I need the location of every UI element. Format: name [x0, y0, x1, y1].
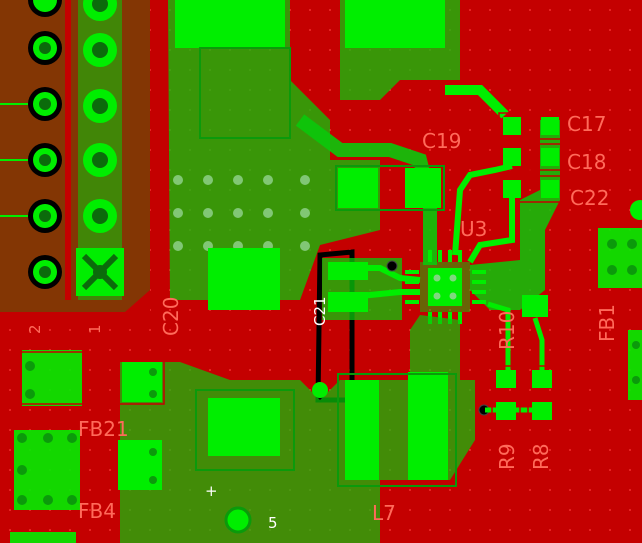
- l7-pad-far[interactable]: [408, 372, 448, 480]
- c22-pad-2[interactable]: [541, 180, 559, 198]
- pin-label-2: 2: [26, 324, 44, 334]
- resistor-group[interactable]: [485, 295, 557, 425]
- label-r8: R8: [529, 443, 553, 470]
- cap-outlines: [498, 112, 564, 203]
- via-1: [386, 260, 398, 272]
- c19-pad-right[interactable]: [405, 168, 441, 208]
- green-copper-pour-right[interactable]: [470, 120, 560, 310]
- header-connector[interactable]: 2 1: [0, 0, 150, 334]
- green-copper-pour-vin[interactable]: [168, 0, 380, 300]
- label-c17: C17: [567, 112, 606, 136]
- c20-pad-top[interactable]: [175, 0, 285, 48]
- c20-body: [199, 47, 291, 139]
- label-c20: C20: [159, 297, 183, 336]
- c18-pad-2[interactable]: [541, 148, 559, 166]
- label-c18: C18: [567, 150, 606, 174]
- label-pin-5: 5: [268, 514, 278, 532]
- trace-c18-to-u3[interactable]: [452, 163, 513, 256]
- test-point-5[interactable]: [224, 506, 252, 534]
- header-pin-row-1: [76, 0, 124, 300]
- label-fb1: FB1: [595, 304, 619, 342]
- label-c22: C22: [570, 186, 609, 210]
- c17-pad-1[interactable]: [503, 117, 521, 135]
- label-fb21: FB21: [78, 417, 129, 441]
- pin-label-1: 1: [86, 324, 104, 334]
- via-3: [312, 382, 328, 398]
- c17-pad-2[interactable]: [541, 117, 559, 135]
- c22-pad-1[interactable]: [503, 180, 521, 198]
- l7-pad-left[interactable]: [208, 398, 280, 456]
- fb1-footprint[interactable]: [598, 200, 642, 400]
- label-l7: L7: [372, 501, 396, 525]
- label-r10: R10: [495, 311, 519, 350]
- c19-pad-left[interactable]: [338, 168, 378, 208]
- header-pin-row-2: [0, 0, 62, 289]
- label-r9: R9: [495, 443, 519, 470]
- label-u3: U3: [460, 217, 487, 241]
- label-fb4: FB4: [78, 499, 116, 523]
- u3-ic-footprint[interactable]: [405, 250, 486, 324]
- label-plus: +: [205, 482, 218, 500]
- trace-c22-to-u3[interactable]: [467, 198, 515, 264]
- c19-pad-top[interactable]: [345, 0, 445, 48]
- label-c19: C19: [422, 129, 461, 153]
- fb4-footprint[interactable]: [10, 430, 162, 543]
- l7-outline: [195, 389, 295, 471]
- c18-pad-1[interactable]: [503, 148, 521, 166]
- c20-pad-bottom[interactable]: [208, 248, 280, 310]
- l7-body: [337, 373, 457, 487]
- label-c21: C21: [311, 296, 329, 326]
- trace-vin-to-c17[interactable]: [445, 85, 509, 119]
- l7-pad-right[interactable]: [345, 380, 379, 480]
- green-copper-pour-l7[interactable]: [120, 315, 475, 543]
- fb21-footprint[interactable]: [19, 350, 165, 406]
- c19-outline: [335, 165, 445, 211]
